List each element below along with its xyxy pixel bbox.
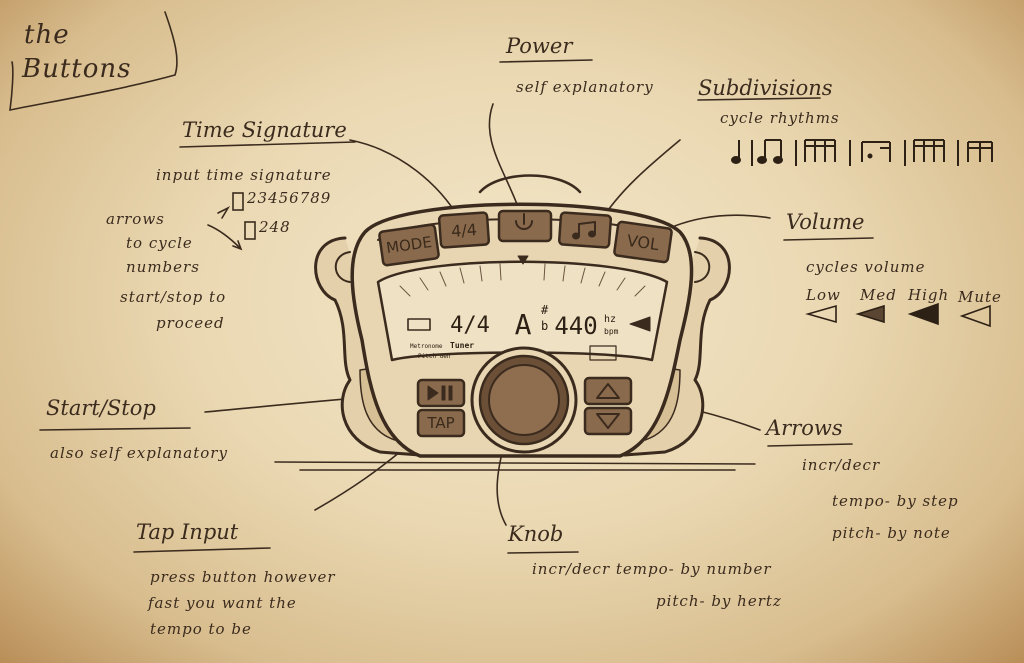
note-numbers: numbers [126, 258, 200, 276]
volume-level-low: Low [806, 286, 841, 304]
lcd-mode-pitch: Pitch Gen [418, 353, 451, 360]
lcd-frequency: 440 [554, 312, 597, 340]
volume-low-icon [805, 304, 837, 324]
knob-label: Knob [508, 522, 564, 546]
arrows-line2: tempo- by step [832, 492, 959, 510]
tap-input-desc-3: tempo to be [150, 620, 252, 638]
lcd-screen [376, 260, 669, 362]
play-pause-icon [427, 385, 453, 401]
subdivisions-desc: cycle rhythms [720, 109, 840, 127]
start-stop-desc: also self explanatory [50, 444, 228, 462]
rhythm-triplet-sixteenths-icon [913, 139, 945, 162]
arrows-line3: pitch- by note [832, 524, 951, 542]
start-stop-label: Start/Stop [46, 396, 156, 420]
lcd-sharp: # [541, 303, 549, 317]
title-line-2: Buttons [22, 54, 132, 84]
volume-med-icon [855, 304, 885, 324]
time-signature-desc: input time signature [156, 166, 332, 184]
note-start-stop-to: start/stop to [120, 288, 227, 306]
leader-power [488, 103, 521, 213]
start-stop-button[interactable] [416, 378, 466, 408]
note-arrows: arrows [106, 210, 165, 228]
arrow-up-button[interactable] [583, 376, 633, 406]
volume-mute-icon [959, 304, 991, 328]
rhythm-triplet-icon [967, 141, 993, 162]
mode-button[interactable] [378, 223, 440, 267]
rhythm-dotted-icon [861, 141, 891, 162]
power-label: Power [506, 34, 573, 58]
rhythm-sixteenths-icon [804, 139, 836, 162]
lcd-time-signature: 4/4 [450, 313, 490, 338]
subdivision-button[interactable] [557, 211, 613, 249]
note-proceed: proceed [156, 314, 225, 332]
rhythm-quarter-icon [731, 140, 741, 164]
volume-level-mute: Mute [958, 288, 1002, 306]
volume-label: Volume [786, 210, 865, 234]
power-button[interactable] [497, 209, 553, 243]
arrow-up-icon [596, 383, 620, 399]
tap-input-desc-2: fast you want the [148, 594, 297, 612]
volume-desc: cycles volume [806, 258, 926, 276]
knob[interactable] [488, 364, 560, 436]
time-signature-top-digits: 23456789 [247, 189, 332, 207]
subdivisions-label: Subdivisions [698, 76, 833, 100]
time-signature-button[interactable] [437, 211, 491, 249]
rhythm-eighths-icon [757, 139, 783, 164]
battery-icon [407, 318, 431, 331]
time-signature-button-label: 4/4 [451, 220, 478, 241]
rhythm-glyphs [731, 139, 993, 166]
power-icon [515, 220, 533, 230]
knob-desc: incr/decr tempo- by number [532, 560, 772, 578]
arrows-label: Arrows [766, 416, 843, 440]
note-to-cycle: to cycle [126, 234, 193, 252]
title-bracket [9, 11, 178, 112]
power-desc: self explanatory [516, 78, 654, 96]
note-icon [572, 221, 596, 240]
volume-button[interactable] [613, 220, 673, 264]
lcd-note: A [515, 308, 532, 341]
arrow-down-button[interactable] [583, 406, 633, 436]
tap-button[interactable] [416, 408, 466, 438]
title-line-1: the [24, 20, 70, 50]
tap-button-label: TAP [426, 414, 454, 432]
lcd-mode-metronome: Metronome [410, 343, 443, 350]
arrow-down-icon [596, 413, 620, 429]
arrows-desc: incr/decr [802, 456, 881, 474]
tap-input-label: Tap Input [136, 520, 239, 544]
time-signature-label: Time Signature [182, 118, 347, 142]
knob-line2: pitch- by hertz [656, 592, 782, 610]
device [274, 174, 756, 471]
volume-level-icons [805, 302, 991, 328]
volume-high-icon [907, 302, 939, 326]
lcd-flat: b [541, 319, 548, 333]
lcd-mode-tuner: Tuner [450, 341, 474, 350]
tap-input-desc-1: press button however [150, 568, 336, 586]
lcd-subdivision-icon [589, 345, 617, 361]
speaker-icon [629, 316, 651, 332]
lcd-unit-bpm: bpm [604, 327, 619, 336]
time-signature-bottom-digits: 248 [259, 218, 291, 236]
volume-level-high: High [908, 286, 950, 304]
volume-level-med: Med [860, 286, 897, 304]
lcd-unit-hz: hz [604, 314, 616, 325]
volume-button-label: VOL [626, 231, 661, 254]
